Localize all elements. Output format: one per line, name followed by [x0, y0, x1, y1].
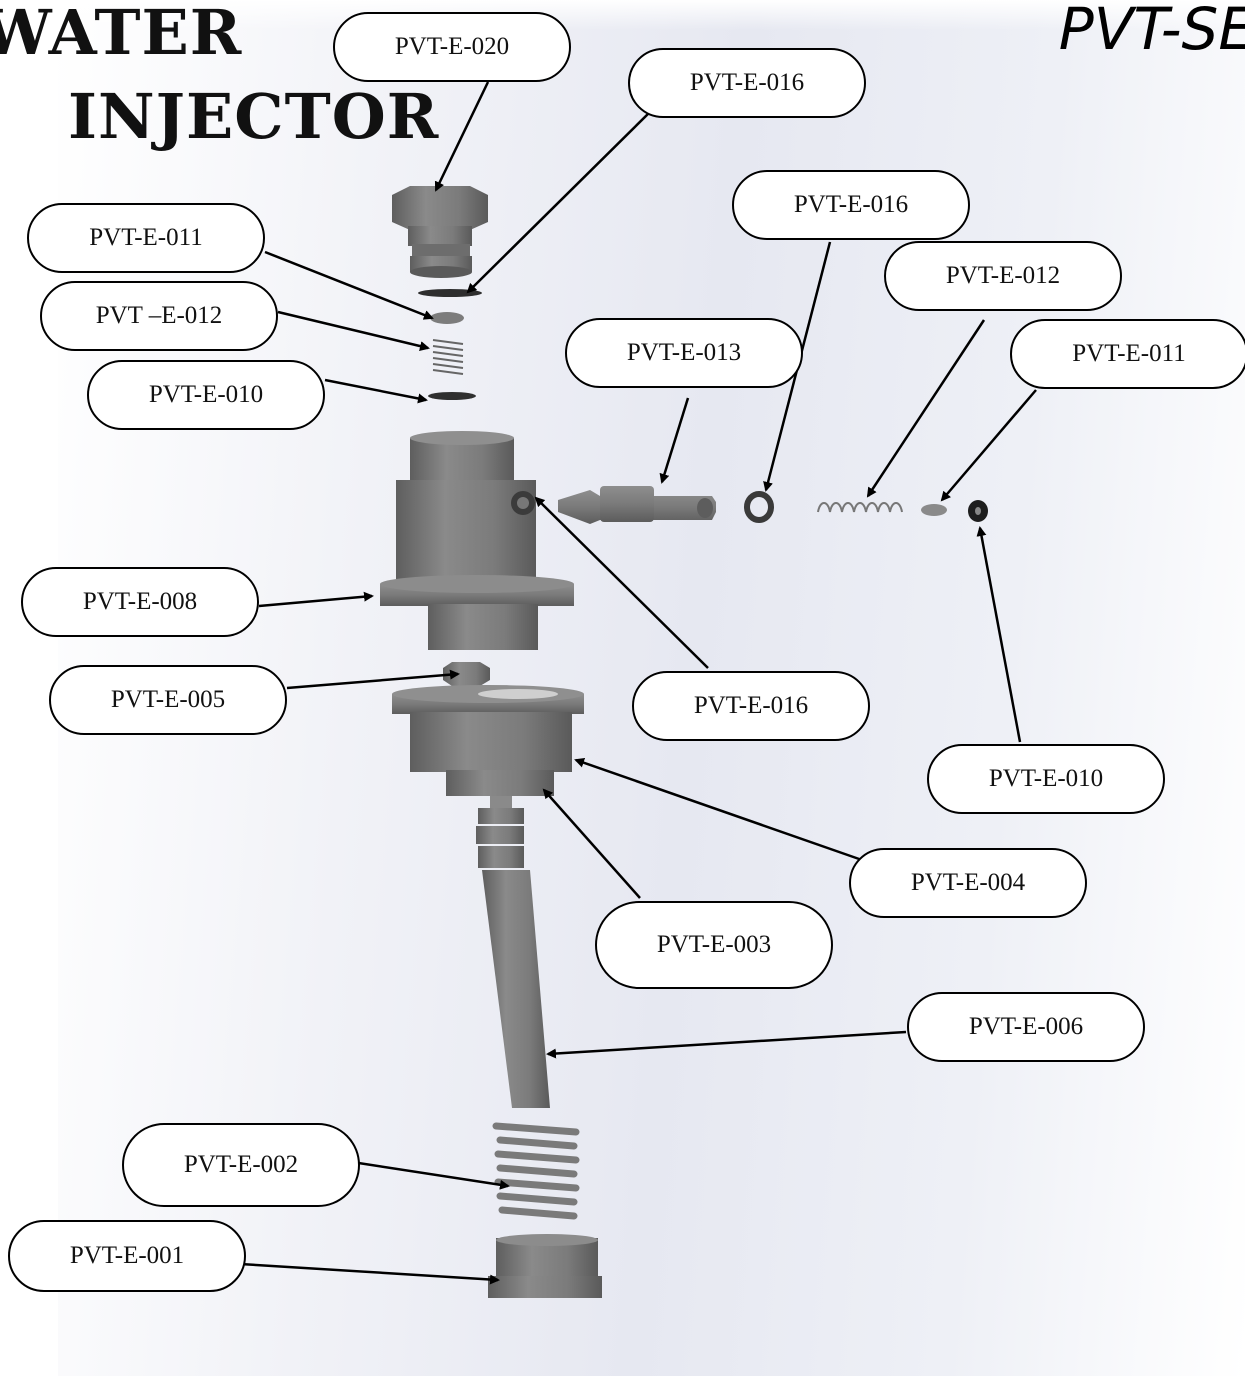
callout-pvt-e-002: PVT-E-002 [122, 1123, 360, 1207]
leader-016c [534, 496, 709, 669]
part-stem [476, 796, 550, 1108]
leader-012a [277, 310, 430, 351]
part-side-nozzle [558, 486, 716, 524]
callout-pvt-e-016-body: PVT-E-016 [632, 671, 870, 741]
callout-pvt-e-016-top: PVT-E-016 [628, 48, 866, 118]
callout-pvt-e-004: PVT-E-004 [849, 848, 1087, 918]
callout-pvt-e-020: PVT-E-020 [333, 12, 571, 82]
leader-010b [976, 526, 1022, 743]
title-line-1: WATER [0, 0, 243, 69]
callout-pvt-e-010-right: PVT-E-010 [927, 744, 1165, 814]
callout-pvt-e-011-left: PVT-E-011 [27, 203, 265, 273]
callout-pvt-e-006: PVT-E-006 [907, 992, 1145, 1062]
callout-pvt-e-010-left: PVT-E-010 [87, 360, 325, 430]
series-code: PVT-SE [1058, 0, 1245, 63]
callout-pvt-e-013: PVT-E-013 [565, 318, 803, 388]
callout-pvt-e-012-left: PVT –E-012 [40, 281, 278, 351]
part-seal-ring-top [418, 289, 482, 297]
title-line-2: INJECTOR [68, 80, 440, 153]
part-small-spring-top [432, 339, 464, 375]
part-top-cap [392, 186, 488, 278]
callout-pvt-e-016-side: PVT-E-016 [732, 170, 970, 240]
part-holder [392, 685, 584, 796]
leader-013 [659, 397, 690, 484]
part-small-spring-side [817, 502, 903, 513]
part-hex-nut [443, 662, 490, 686]
part-main-spring [492, 1122, 580, 1220]
leader-020 [434, 81, 490, 192]
leader-002 [351, 1160, 510, 1190]
leader-004 [574, 757, 863, 862]
leader-008 [258, 591, 374, 608]
leader-010a [324, 378, 428, 404]
leader-016a [466, 109, 653, 294]
background-top-fade [0, 0, 1245, 30]
callout-pvt-e-005: PVT-E-005 [49, 665, 287, 735]
callout-pvt-e-001: PVT-E-001 [8, 1220, 246, 1292]
part-disc-side [921, 504, 947, 516]
callout-pvt-e-012-right: PVT-E-012 [884, 241, 1122, 311]
leader-lines [239, 81, 1037, 1285]
leader-011b [940, 389, 1037, 502]
leader-011a [264, 250, 434, 320]
leader-005 [286, 669, 460, 690]
part-disc-top [430, 312, 464, 324]
part-washer-top [428, 392, 476, 400]
part-seal-ring-side [744, 491, 774, 523]
leader-001 [239, 1262, 500, 1285]
part-main-body [380, 431, 574, 650]
part-bottom-cap [488, 1234, 602, 1298]
leader-003 [542, 788, 641, 899]
callout-pvt-e-011-right: PVT-E-011 [1010, 319, 1245, 389]
callout-pvt-e-008: PVT-E-008 [21, 567, 259, 637]
leader-006 [546, 1030, 907, 1059]
leader-012b [866, 319, 986, 498]
callout-pvt-e-003: PVT-E-003 [595, 901, 833, 989]
